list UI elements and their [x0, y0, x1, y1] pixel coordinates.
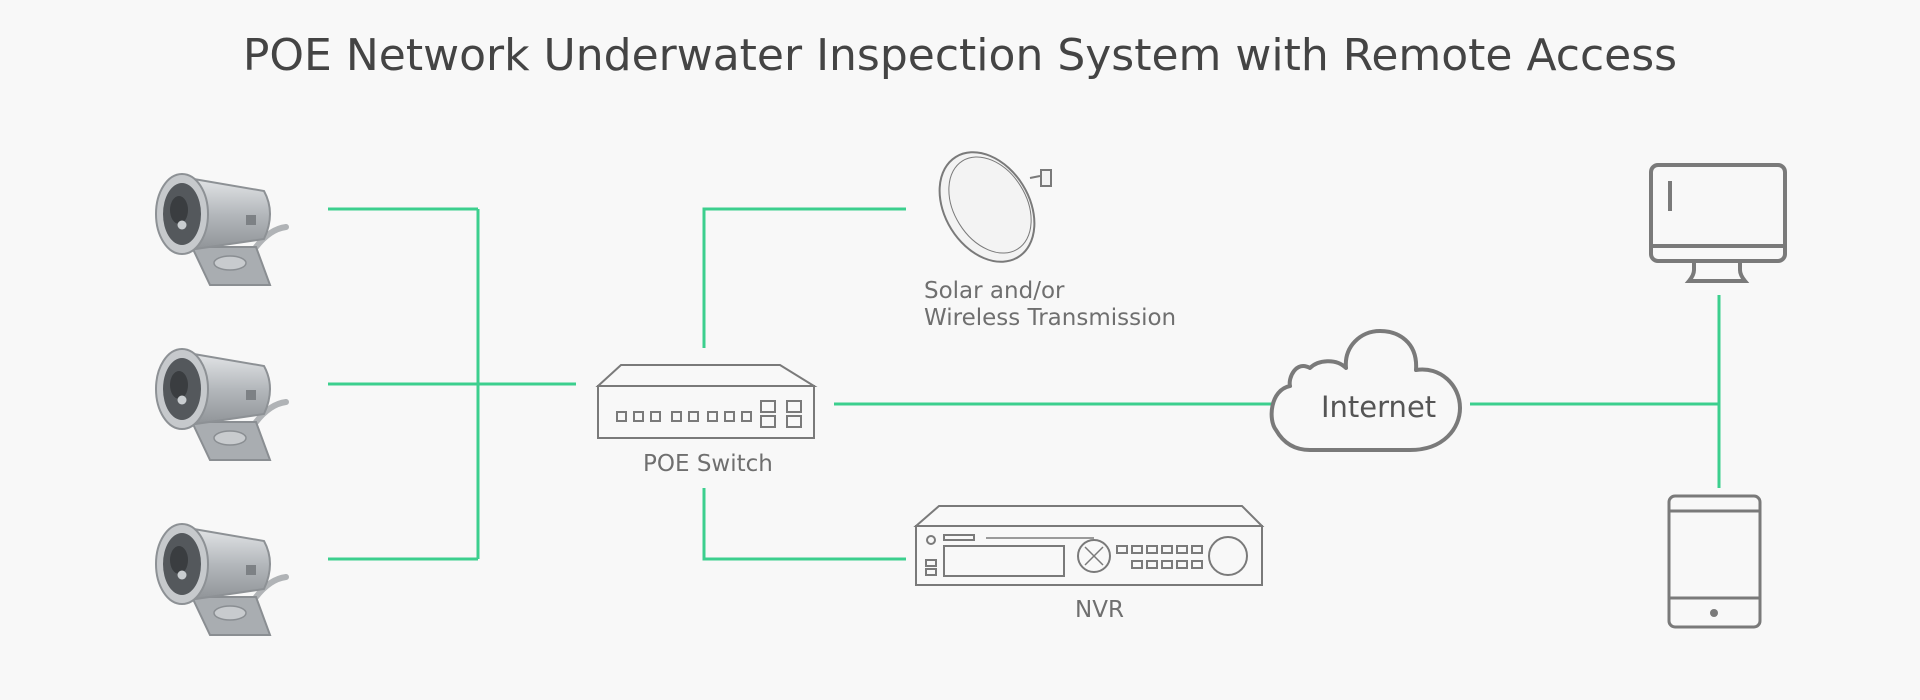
poe-switch-icon	[595, 364, 818, 439]
wireless-dish-icon	[938, 151, 1052, 263]
underwater-camera-1	[156, 174, 286, 285]
internet-label: Internet	[1321, 390, 1437, 424]
underwater-camera-3	[156, 524, 286, 635]
nvr-label: NVR	[1075, 597, 1124, 623]
wireless-label-line1: Solar and/or	[924, 278, 1065, 304]
nvr-icon	[913, 505, 1265, 586]
link-switch-nvr	[702, 488, 906, 561]
wireless-label-line2: Wireless Transmission	[924, 305, 1177, 331]
link-lines	[328, 207, 1721, 561]
link-switch-wireless	[702, 207, 906, 348]
monitor-icon	[1649, 163, 1787, 283]
underwater-camera-2	[156, 349, 286, 460]
diagram-title: POE Network Underwater Inspection System…	[242, 30, 1678, 81]
poe-switch-label: POE Switch	[643, 451, 773, 477]
cloud-icon	[1269, 329, 1462, 452]
tablet-icon	[1667, 494, 1762, 629]
